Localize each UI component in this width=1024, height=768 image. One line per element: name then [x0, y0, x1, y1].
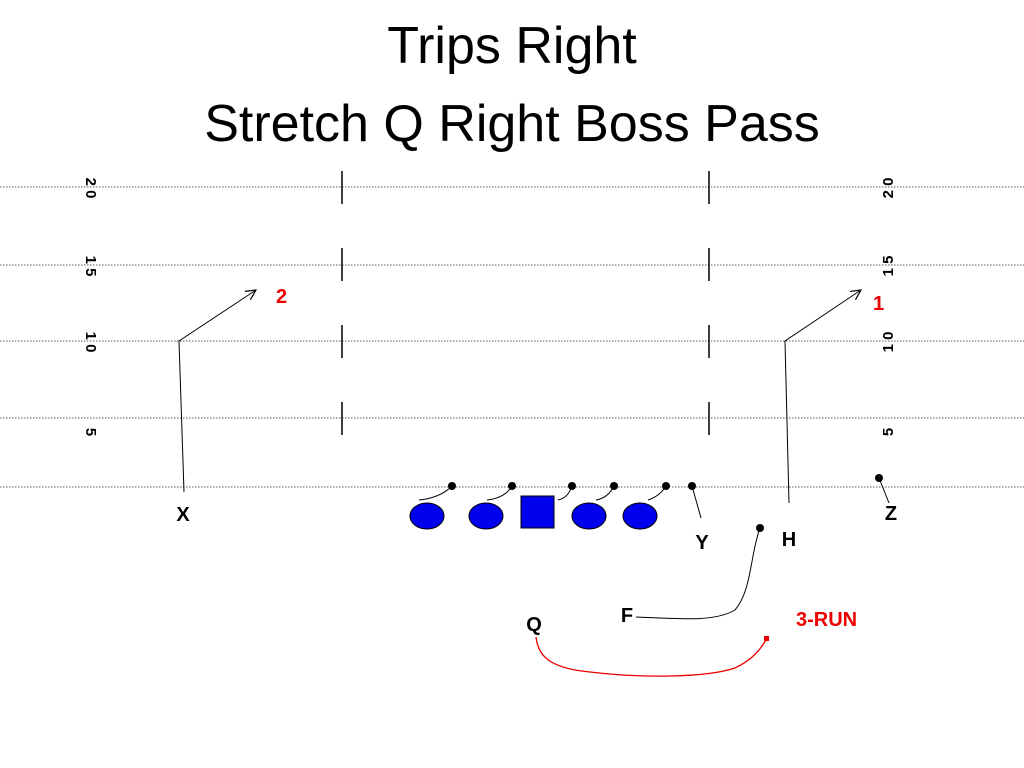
center [520, 495, 555, 529]
hash-marks [341, 171, 710, 435]
h-route [784, 290, 861, 504]
yard-lines [0, 186, 1024, 488]
player-q-label: Q [526, 614, 542, 636]
left-tackle [409, 502, 445, 530]
right-tackle [622, 502, 658, 530]
yard-number-left-10: 1 0 [82, 332, 99, 353]
block-point [508, 482, 516, 490]
z-release [878, 477, 890, 504]
z-route-point [875, 474, 883, 482]
run-label: 3-RUN [796, 609, 857, 631]
player-x-label: X [176, 504, 190, 526]
y-route-point [688, 482, 696, 490]
play-formation-title: Trips Right [387, 17, 637, 75]
player-h-label: H [782, 529, 796, 551]
f-route-point [756, 524, 764, 532]
yard-number-right-10: 1 0 [880, 332, 897, 353]
yard-number-left-20: 2 0 [82, 178, 99, 199]
block-point [568, 482, 576, 490]
player-f-label: F [621, 605, 633, 627]
lineman-block-line [486, 485, 513, 501]
yard-number-right-20: 2 0 [880, 178, 897, 199]
q-run-path [535, 636, 767, 677]
left-guard [468, 502, 504, 530]
y-release [691, 485, 702, 519]
yard-number-right-15: 1 5 [880, 256, 897, 277]
route-number-2: 2 [276, 286, 287, 308]
play-name-title: Stretch Q Right Boss Pass [204, 95, 820, 153]
yard-number-left-15: 1 5 [82, 256, 99, 277]
yard-number-left-5: 5 [82, 428, 99, 436]
route-number-1: 1 [873, 293, 884, 315]
player-y-label: Y [695, 532, 709, 554]
yard-number-right-5: 5 [880, 428, 897, 436]
lineman-block-line [418, 485, 453, 501]
f-route [635, 527, 761, 620]
block-point [610, 482, 618, 490]
player-z-label: Z [885, 503, 897, 525]
q-run-point [764, 636, 769, 641]
x-route [178, 290, 256, 493]
block-point [662, 482, 670, 490]
right-guard [571, 502, 607, 530]
block-point [448, 482, 456, 490]
